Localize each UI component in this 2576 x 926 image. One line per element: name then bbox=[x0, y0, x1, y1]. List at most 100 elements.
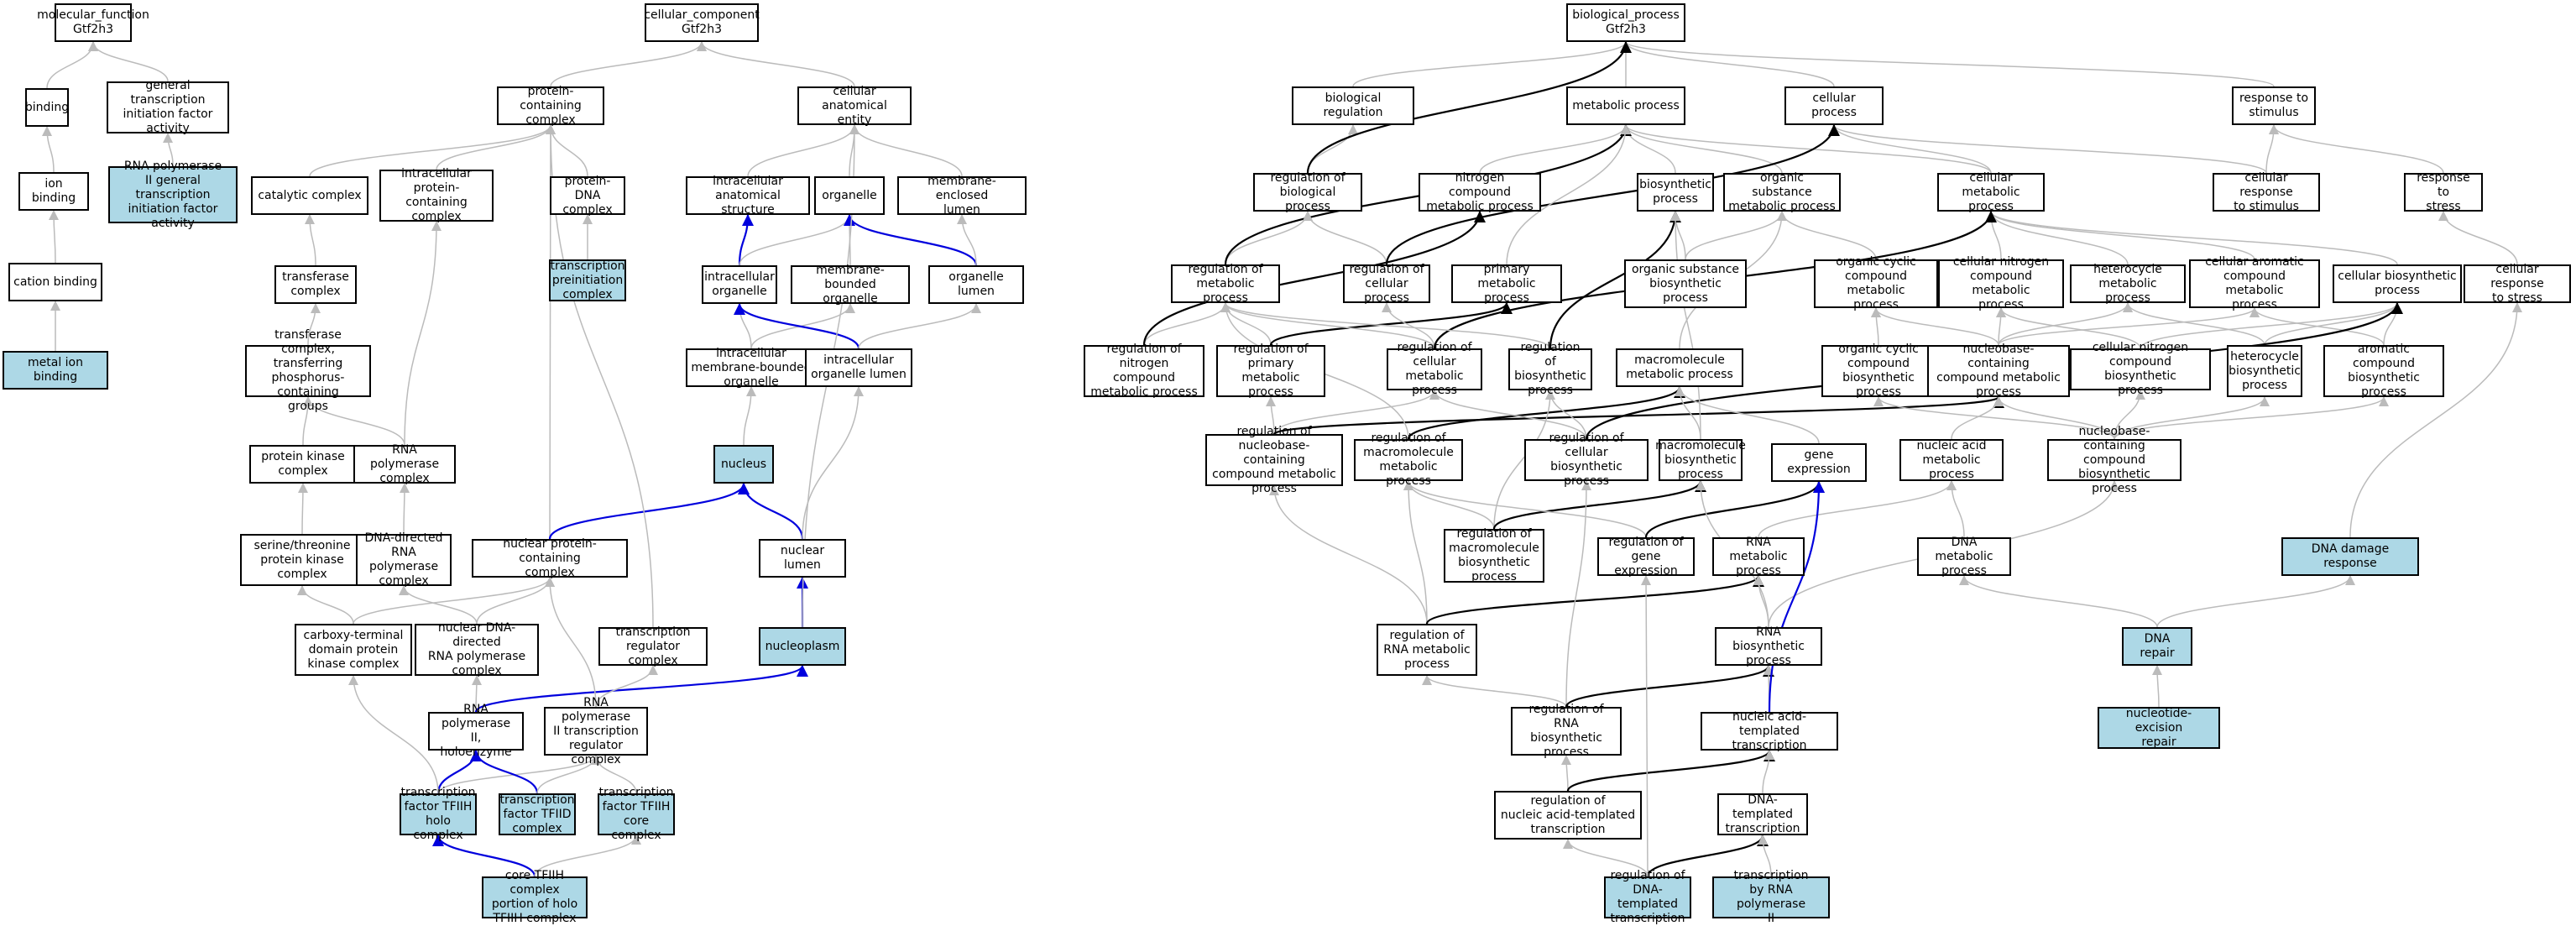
go-term-node-regcbp[interactable]: regulation of cellular biosynthetic proc… bbox=[1524, 432, 1649, 488]
go-term-node-mel[interactable]: membrane-enclosed lumen bbox=[897, 175, 1027, 217]
go-term-node-binding[interactable]: binding bbox=[25, 88, 69, 127]
go-term-node-pkc[interactable]: protein kinase complex bbox=[249, 445, 357, 484]
go-term-node-rnapii_gtif[interactable]: RNA polymerase II general transcription … bbox=[108, 160, 238, 230]
go-term-node-hetmp[interactable]: heterocycle metabolic process bbox=[2070, 263, 2186, 305]
go-term-node-mf[interactable]: molecular_function Gtf2h3 bbox=[37, 3, 149, 42]
go-term-node-regmacromp[interactable]: regulation of macromolecule metabolic pr… bbox=[1354, 432, 1463, 488]
edge-nbcmp-to-occmp bbox=[1871, 307, 1999, 346]
go-term-node-natt[interactable]: nucleic acid-templated transcription bbox=[1701, 710, 1838, 752]
go-term-node-regncmp[interactable]: regulation of nitrogen compound metaboli… bbox=[1084, 343, 1204, 399]
go-term-node-ndrpc[interactable]: nuclear DNA-directed RNA polymerase comp… bbox=[415, 621, 539, 677]
edge-ctdpkc-to-stpkc bbox=[297, 585, 354, 625]
go-term-node-crs[interactable]: cellular response to stimulus bbox=[2213, 171, 2320, 213]
go-term-node-rnabp[interactable]: RNA biosynthetic process bbox=[1715, 625, 1822, 667]
go-term-node-trnapii[interactable]: transcription by RNA polymerase II bbox=[1712, 869, 1830, 925]
go-term-node-acbp[interactable]: aromatic compound biosynthetic process bbox=[2323, 343, 2444, 399]
go-term-node-osbp[interactable]: organic substance biosynthetic process bbox=[1624, 259, 1747, 308]
go-term-node-geneexpr[interactable]: gene expression bbox=[1771, 443, 1867, 482]
go-term-node-nucleus[interactable]: nucleus bbox=[713, 445, 774, 484]
go-term-node-tfiihholo[interactable]: transcription factor TFIIH holo complex bbox=[400, 786, 477, 842]
go-term-node-cncbp[interactable]: cellular nitrogen compound biosynthetic … bbox=[2070, 341, 2211, 397]
go-term-node-regcp[interactable]: regulation of cellular process bbox=[1343, 263, 1430, 305]
go-term-node-regnbcmp[interactable]: regulation of nucleobase-containing comp… bbox=[1205, 425, 1343, 495]
go-term-node-biosyn[interactable]: biosynthetic process bbox=[1637, 173, 1714, 212]
go-term-node-resstress[interactable]: response to stress bbox=[2404, 171, 2483, 213]
go-term-node-macromp[interactable]: macromolecule metabolic process bbox=[1616, 348, 1743, 387]
go-term-node-metalion[interactable]: metal ion binding bbox=[3, 351, 108, 390]
go-term-node-ias[interactable]: intracellular anatomical structure bbox=[686, 175, 810, 217]
go-term-node-osmp[interactable]: organic substance metabolic process bbox=[1723, 171, 1841, 213]
go-term-node-npcc[interactable]: nuclear protein-containing complex bbox=[472, 537, 628, 579]
go-term-node-regrnabp[interactable]: regulation of RNA biosynthetic process bbox=[1511, 703, 1622, 759]
go-term-node-mbo[interactable]: membrane-bounded organelle bbox=[791, 264, 910, 306]
go-term-node-regmp[interactable]: regulation of metabolic process bbox=[1171, 263, 1280, 305]
go-term-node-ner[interactable]: nucleotide-excision repair bbox=[2098, 707, 2220, 749]
go-term-node-cbp[interactable]: cellular biosynthetic process bbox=[2333, 264, 2462, 303]
go-term-node-occmp[interactable]: organic cyclic compound metabolic proces… bbox=[1814, 255, 1938, 311]
go-term-node-stpkc[interactable]: serine/threonine protein kinase complex bbox=[240, 534, 364, 586]
go-term-node-dnamp[interactable]: DNA metabolic process bbox=[1917, 536, 2011, 578]
go-term-node-cc[interactable]: cellular_component Gtf2h3 bbox=[644, 3, 760, 42]
go-term-node-tcpcg[interactable]: transferase complex, transferring phosph… bbox=[245, 328, 371, 413]
go-term-node-reggeneexpr[interactable]: regulation of gene expression bbox=[1597, 536, 1695, 578]
go-term-node-tfiihcore[interactable]: transcription factor TFIIH core complex bbox=[598, 786, 675, 842]
go-term-node-coretfiih[interactable]: core TFIIH complex portion of holo TFIIH… bbox=[482, 869, 588, 925]
edge-acbp-to-cacmp bbox=[2249, 307, 2385, 346]
go-term-node-rnapiiholo[interactable]: RNA polymerase II, holoenzyme bbox=[428, 703, 524, 759]
go-term-node-ddr[interactable]: DNA damage response bbox=[2281, 537, 2419, 576]
go-term-node-regrnamp[interactable]: regulation of RNA metabolic process bbox=[1377, 624, 1477, 676]
edge-transfcx-to-catcx bbox=[305, 214, 316, 266]
go-term-node-regnatt[interactable]: regulation of nucleic acid-templated tra… bbox=[1494, 791, 1642, 840]
go-term-node-bp[interactable]: biological_process Gtf2h3 bbox=[1566, 3, 1685, 42]
go-term-node-regbio[interactable]: regulation of biosynthetic process bbox=[1508, 341, 1592, 397]
go-term-node-regmacrobp[interactable]: regulation of macromolecule biosynthetic… bbox=[1444, 527, 1544, 583]
go-term-node-pmp[interactable]: primary metabolic process bbox=[1451, 263, 1562, 305]
go-term-node-hetbp[interactable]: heterocycle biosynthetic process bbox=[2227, 345, 2302, 397]
go-term-node-ncmp[interactable]: nitrogen compound metabolic process bbox=[1419, 171, 1541, 213]
go-term-node-dtt[interactable]: DNA-templated transcription bbox=[1717, 793, 1808, 835]
go-term-node-catcx[interactable]: catalytic complex bbox=[251, 176, 368, 215]
go-term-node-crstress[interactable]: cellular response to stress bbox=[2464, 263, 2571, 305]
go-term-node-occbp[interactable]: organic cyclic compound biosynthetic pro… bbox=[1821, 343, 1936, 399]
go-term-node-imbo[interactable]: intracellular membrane-bounded organelle bbox=[686, 347, 817, 389]
go-term-node-regpmp[interactable]: regulation of primary metabolic process bbox=[1216, 343, 1325, 399]
go-term-node-transfcx[interactable]: transferase complex bbox=[274, 265, 357, 304]
go-term-node-nlumen[interactable]: nuclear lumen bbox=[759, 539, 846, 578]
go-term-node-metproc[interactable]: metabolic process bbox=[1566, 86, 1685, 125]
go-term-node-iol[interactable]: intracellular organelle lumen bbox=[805, 348, 912, 387]
go-term-node-rnapc[interactable]: RNA polymerase complex bbox=[353, 443, 456, 485]
go-term-node-regdtt[interactable]: regulation of DNA-templated transcriptio… bbox=[1604, 869, 1691, 925]
go-term-node-bioreg[interactable]: biological regulation bbox=[1292, 86, 1414, 125]
go-term-node-ctdpkc[interactable]: carboxy-terminal domain protein kinase c… bbox=[295, 624, 412, 676]
go-term-node-tfiid[interactable]: transcription factor TFIID complex bbox=[499, 793, 576, 835]
go-term-node-resstim[interactable]: response to stimulus bbox=[2232, 86, 2316, 125]
go-term-node-cacmp[interactable]: cellular aromatic compound metabolic pro… bbox=[2189, 255, 2320, 311]
go-term-node-regcmp[interactable]: regulation of cellular metabolic process bbox=[1387, 341, 1482, 397]
go-term-node-tpic[interactable]: transcription preinitiation complex bbox=[549, 259, 626, 301]
go-term-node-cationbind[interactable]: cation binding bbox=[8, 263, 102, 301]
go-term-node-gtif[interactable]: general transcription initiation factor … bbox=[107, 79, 229, 135]
go-term-node-cmp[interactable]: cellular metabolic process bbox=[1937, 171, 2045, 213]
go-term-node-nucleoplasm[interactable]: nucleoplasm bbox=[759, 627, 846, 666]
go-term-node-regbp[interactable]: regulation of biological process bbox=[1253, 171, 1362, 213]
go-term-node-cae[interactable]: cellular anatomical entity bbox=[797, 85, 912, 127]
go-term-node-cellproc[interactable]: cellular process bbox=[1784, 86, 1884, 125]
go-term-node-intrapcc[interactable]: intracellular protein-containing complex bbox=[379, 167, 494, 223]
go-term-node-orglumen[interactable]: organelle lumen bbox=[928, 265, 1024, 304]
go-term-node-macrobp[interactable]: macromolecule biosynthetic process bbox=[1655, 438, 1746, 481]
go-term-node-ionbind[interactable]: ion binding bbox=[18, 172, 89, 211]
go-term-node-pdna[interactable]: protein-DNA complex bbox=[550, 175, 625, 217]
go-term-node-cncmp[interactable]: cellular nitrogen compound metabolic pro… bbox=[1938, 255, 2064, 311]
edge-regcmp-to-regcp bbox=[1382, 302, 1435, 349]
go-term-node-ddrpc[interactable]: DNA-directed RNA polymerase complex bbox=[356, 531, 452, 588]
go-term-node-nbcbp[interactable]: nucleobase-containing compound biosynthe… bbox=[2047, 425, 2182, 495]
go-term-node-organelle[interactable]: organelle bbox=[814, 176, 885, 215]
go-term-node-rnamp[interactable]: RNA metabolic process bbox=[1712, 536, 1805, 578]
go-term-node-pcc[interactable]: protein-containing complex bbox=[497, 85, 604, 127]
go-term-node-nbcmp[interactable]: nucleobase-containing compound metabolic… bbox=[1927, 343, 2070, 399]
go-term-node-rnapiitrc[interactable]: RNA polymerase II transcription regulato… bbox=[544, 696, 648, 766]
go-term-node-trc[interactable]: transcription regulator complex bbox=[598, 625, 708, 667]
go-term-node-dnarepair[interactable]: DNA repair bbox=[2122, 627, 2192, 666]
go-term-node-namp[interactable]: nucleic acid metabolic process bbox=[1899, 439, 2004, 481]
go-term-node-intorg[interactable]: intracellular organelle bbox=[702, 265, 777, 304]
